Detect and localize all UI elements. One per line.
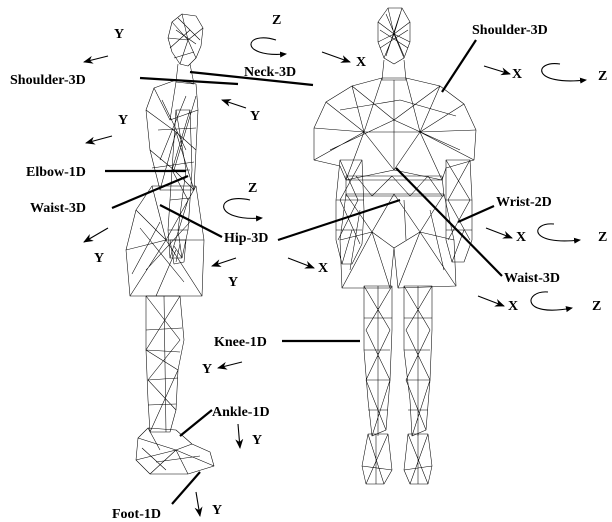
axis-letter-x: X (516, 230, 526, 245)
axis-letter-y: Y (114, 27, 124, 42)
rotation-arc-shoulder (542, 64, 586, 81)
label-wrist: Wrist-2D (496, 195, 552, 210)
side-view-figure (126, 14, 214, 474)
axis-arrow-x-waist (478, 296, 504, 306)
axis-arrow-x-shoulder (484, 66, 510, 74)
label-knee: Knee-1D (214, 335, 267, 350)
axis-letter-z: Z (272, 13, 281, 28)
axis-arrow-x-hip (288, 258, 314, 268)
axis-arrow-y-shoulder (222, 100, 246, 108)
label-shoulder-side: Shoulder-3D (10, 73, 86, 88)
axis-arrow-y-waist (84, 228, 108, 242)
front-view-figure (314, 8, 476, 484)
axis-letter-y: Y (118, 113, 128, 128)
axis-arrow-y-foot (196, 492, 200, 516)
axis-letter-x: X (318, 261, 328, 276)
axis-letter-z: Z (598, 69, 607, 84)
label-ankle: Ankle-1D (212, 405, 270, 420)
label-hip: Hip-3D (224, 231, 268, 246)
axis-arrow-y-ankle (238, 424, 240, 448)
side-shorts (126, 186, 204, 296)
axis-letter-x: X (356, 55, 366, 70)
axis-letter-y: Y (212, 503, 222, 518)
rotation-arc-wrist (538, 224, 580, 241)
front-arm-right (446, 160, 472, 262)
axis-arrow-y-knee (218, 362, 242, 368)
axis-letter-y: Y (202, 362, 212, 377)
label-foot: Foot-1D (112, 507, 161, 522)
axis-letter-x: X (512, 67, 522, 82)
front-torso (314, 78, 476, 180)
label-neck: Neck-3D (244, 65, 296, 80)
rotation-arc-hip (224, 199, 262, 219)
axis-letter-z: Z (598, 230, 607, 245)
label-waist-side: Waist-3D (30, 201, 86, 216)
axis-letter-z: Z (592, 299, 601, 314)
axis-letter-y: Y (228, 275, 238, 290)
axis-letter-y: Y (252, 433, 262, 448)
label-waist-front: Waist-3D (504, 271, 560, 286)
front-head (378, 8, 410, 64)
axis-arrow-y-top (84, 56, 108, 62)
axis-arrow-y-elbow (86, 136, 112, 143)
label-elbow: Elbow-1D (26, 165, 86, 180)
rotation-arc-neck (251, 38, 286, 55)
label-shoulder-front: Shoulder-3D (472, 23, 548, 38)
axis-arrow-x-neck (322, 52, 350, 62)
rotation-arc-waist (531, 292, 572, 310)
axis-letter-z: Z (248, 181, 257, 196)
axis-letter-x: X (508, 299, 518, 314)
axis-arrow-x-wrist (486, 228, 512, 238)
axis-letter-y: Y (94, 251, 104, 266)
axis-arrow-y-hip (212, 258, 236, 266)
axis-letter-y: Y (250, 109, 260, 124)
joint-labels: Shoulder-3D Neck-3D Elbow-1D Waist-3D Hi… (10, 23, 560, 522)
front-shorts (340, 194, 456, 288)
